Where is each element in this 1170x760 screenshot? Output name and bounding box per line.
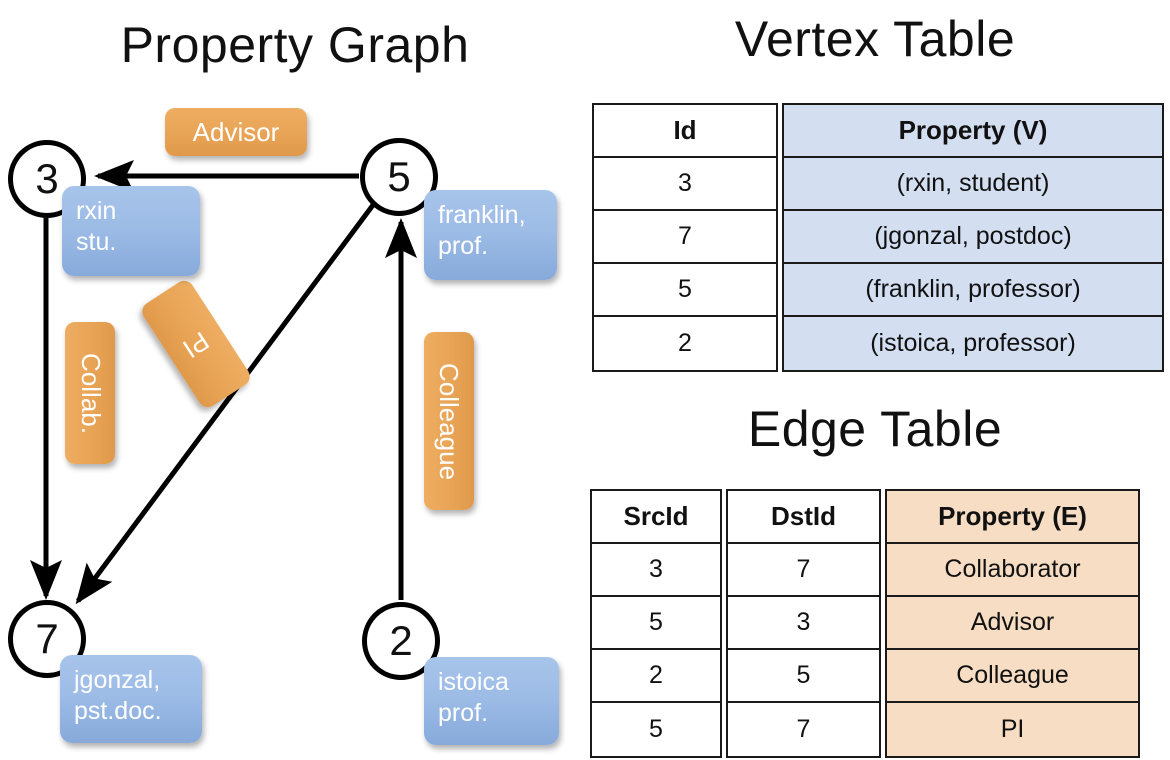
edge-table-header-dstid: DstId [728,491,879,544]
edge-label-collab: Collab. [65,322,115,464]
edge-table-column-srcid: SrcId 3 5 2 5 [590,489,722,758]
edge-label-advisor-text: Advisor [192,116,280,147]
node-property-box-2-line2: prof. [438,698,489,727]
edge-label-colleague-text: Colleague [434,362,465,480]
page-title-property-graph: Property Graph [120,17,470,73]
edge-table-header-property: Property (E) [887,491,1138,544]
edge-table-row-3-property: PI [887,703,1138,756]
edge-label-advisor: Advisor [165,108,307,156]
edge-arrow-5-to-7 [75,203,376,605]
graph-node-2-id: 2 [389,617,413,664]
vertex-table-row-2-id: 5 [594,264,776,317]
property-graph-diagram: Advisor Collab. PI Colleague 3 5 7 2 rxi… [8,108,559,745]
node-property-box-7-line2: pst.doc. [74,696,162,725]
graph-node-3-id: 3 [35,155,59,202]
vertex-table-row-0-id: 3 [594,158,776,211]
edge-table-row-0-dstid: 7 [728,544,879,597]
node-property-box-5: franklin, prof. [424,190,557,280]
edge-table-column-property: Property (E) Collaborator Advisor Collea… [885,489,1140,758]
node-property-box-2: istoica prof. [424,657,559,745]
edge-table-row-0-property: Collaborator [887,544,1138,597]
vertex-table-row-3-id: 2 [594,317,776,370]
edge-table: SrcId 3 5 2 5 DstId 7 3 5 7 Property (E)… [590,489,1140,758]
vertex-table-column-id: Id 3 7 5 2 [592,103,778,372]
vertex-table-header-id: Id [594,105,776,158]
edge-table-row-3-dstid: 7 [728,703,879,756]
edge-label-collab-text: Collab. [75,352,106,434]
page-title-edge-table: Edge Table [747,401,1003,457]
vertex-table-row-2-property: (franklin, professor) [784,264,1162,317]
edge-table-row-2-srcid: 2 [592,650,720,703]
graph-node-5[interactable]: 5 [360,138,438,216]
edge-label-pi-text: PI [177,325,215,364]
vertex-table-row-1-property: (jgonzal, postdoc) [784,211,1162,264]
graph-node-7-id: 7 [35,615,59,662]
vertex-table: Id 3 7 5 2 Property (V) (rxin, student) … [592,103,1164,372]
node-property-box-3: rxin stu. [62,186,200,276]
node-property-box-2-line1: istoica [438,668,509,696]
vertex-table-row-3-property: (istoica, professor) [784,317,1162,370]
edge-table-row-1-dstid: 3 [728,597,879,650]
edge-table-row-0-srcid: 3 [592,544,720,597]
graph-edge-arrows [30,160,417,605]
node-property-box-7-line1: jgonzal, [74,666,161,694]
vertex-table-header-property: Property (V) [784,105,1162,158]
vertex-table-column-property: Property (V) (rxin, student) (jgonzal, p… [782,103,1164,372]
graph-node-2[interactable]: 2 [362,602,440,680]
vertex-table-row-1-id: 7 [594,211,776,264]
edge-table-row-3-srcid: 5 [592,703,720,756]
node-property-box-3-line1: rxin [76,197,117,225]
edge-table-column-dstid: DstId 7 3 5 7 [726,489,881,758]
edge-table-header-srcid: SrcId [592,491,720,544]
vertex-table-row-0-property: (rxin, student) [784,158,1162,211]
edge-table-row-2-property: Colleague [887,650,1138,703]
node-property-box-3-line2: stu. [76,227,117,256]
edge-table-row-1-srcid: 5 [592,597,720,650]
edge-table-row-2-dstid: 5 [728,650,879,703]
edge-label-colleague: Colleague [424,332,474,510]
edge-table-row-1-property: Advisor [887,597,1138,650]
node-property-box-5-line1: franklin, [438,201,526,229]
page-title-vertex-table: Vertex Table [734,11,1016,67]
graph-node-5-id: 5 [387,153,411,200]
node-property-box-5-line2: prof. [438,231,489,260]
node-property-box-7: jgonzal, pst.doc. [60,655,202,743]
